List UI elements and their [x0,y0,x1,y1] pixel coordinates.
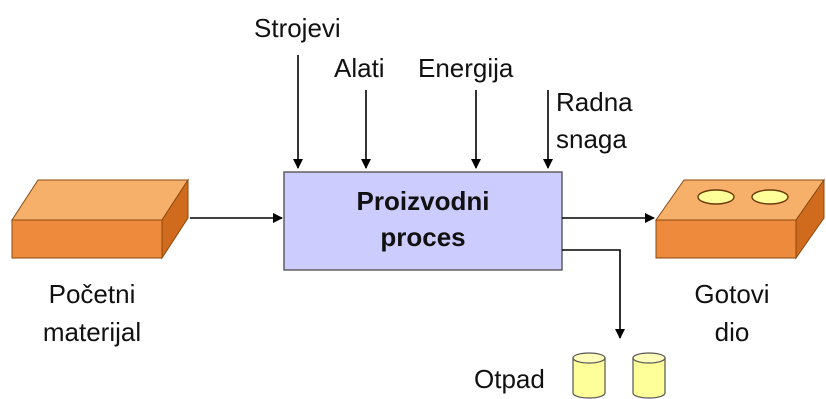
input-label-tools: Alati [334,53,385,83]
waste-label: Otpad [474,364,545,394]
finished-part-label-line2: dio [715,317,750,347]
process-label-line1: Proizvodni [357,186,490,216]
input-label-labor-line1: Radna [556,87,633,117]
waste-bin-left [572,352,606,399]
finished-part-top [655,179,825,221]
raw-material-front [11,219,163,259]
waste-bin-left-body [572,357,606,399]
waste-bin-right [632,352,666,399]
input-label-machines: Strojevi [254,13,341,43]
waste-arrow [562,249,625,339]
process-label-line2: proces [380,222,465,252]
finished-part-block [655,178,825,260]
raw-material-block [11,178,189,260]
waste-bin-left-top [572,352,606,364]
raw-material-label-line2: materijal [43,317,141,347]
waste-bin-right-top [632,352,666,364]
process-box-rect [283,171,563,271]
raw-material-label-line1: Početni [49,279,136,309]
input-label-labor-line2: snaga [556,124,627,154]
input-label-energy: Energija [418,53,514,83]
waste-bin-right-body [632,357,666,399]
raw-material-top [11,179,189,221]
finished-part-hole-right [751,189,789,205]
finished-part-front [655,219,797,259]
finished-part-label-line1: Gotovi [694,279,769,309]
process-box: Proizvodni proces [283,171,563,271]
finished-part-hole-left [697,189,735,205]
